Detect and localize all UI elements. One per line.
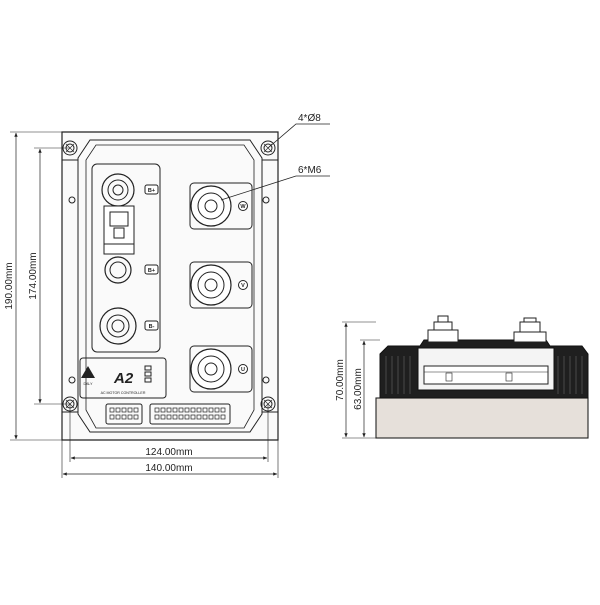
screw-icon [262,196,270,204]
callout-leader-bolts [220,175,330,201]
battery-terminal-panel [91,163,161,353]
dim-height-outer-label: 190.00mm [4,262,15,309]
terminal-w [189,182,253,230]
window-clip [445,372,453,382]
screw-icon [68,376,76,384]
terminal-label: B+ [148,188,155,194]
callout-leader-holes [267,123,330,149]
screw-icon [262,376,270,384]
callout-mounting-holes: 4*Ø8 [298,113,321,124]
dim-width-inner-label: 124.00mm [145,447,192,458]
brand-name: DALY [83,382,93,386]
terminal-tag [144,320,159,331]
indicator-icon [144,377,152,383]
terminal-v [189,261,253,309]
terminal-tag [238,280,248,290]
model-name: A2 [113,370,134,387]
terminal-stud-right [513,317,547,343]
dim-side-outer-label: 70.00mm [335,359,346,401]
callout-terminal-bolts: 6*M6 [298,165,322,176]
terminal-label: B- [149,324,155,330]
terminal-label: B+ [148,268,155,274]
connector-pins [109,407,226,420]
housing-inner-frame [77,139,263,433]
label-panel [79,357,167,399]
terminal-stud-left [427,315,459,343]
side-view [342,315,589,439]
housing-ribs [385,356,583,394]
terminal-u [189,345,253,393]
signal-connector-right [149,403,231,425]
indicator-icon [144,365,152,371]
housing-top-rail [85,144,255,429]
dim-width-outer-label: 140.00mm [145,463,192,474]
dim-side-inner-label: 63.00mm [353,368,364,410]
terminal-label: U [241,367,245,373]
dim-height-inner-label: 174.00mm [28,252,39,299]
front-view [10,123,330,478]
brand-logo-icon [81,366,95,378]
window-clip [505,372,513,382]
model-caption: AC MOTOR CONTROLLER [101,391,146,395]
heatsink-base [375,397,589,439]
terminal-tag [144,184,159,195]
terminal-label: V [241,283,245,289]
fuse-bracket [103,205,135,255]
terminal-label: W [240,204,246,210]
terminal-b-minus [99,307,137,345]
signal-connector-left [105,403,143,425]
screw-icon [68,196,76,204]
indicator-icon [144,371,152,377]
side-window-inner [423,365,549,385]
terminal-b-plus-2 [104,256,132,284]
terminal-tag [144,264,159,275]
terminal-tag [238,201,248,211]
terminal-tag [238,364,248,374]
